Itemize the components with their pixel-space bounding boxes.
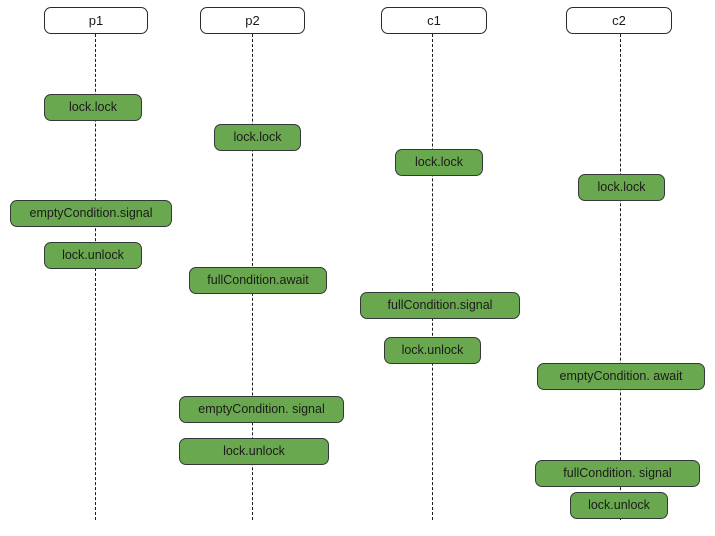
- message-label: emptyCondition. await: [559, 369, 683, 384]
- lifeline-c1: [432, 34, 433, 520]
- message-label: lock.lock: [69, 100, 117, 115]
- message-box-c1-7[interactable]: lock.lock: [395, 149, 483, 176]
- message-label: emptyCondition.signal: [29, 206, 153, 221]
- message-label: lock.lock: [233, 130, 282, 145]
- message-box-c2-12[interactable]: fullCondition. signal: [535, 460, 700, 487]
- message-label: lock.unlock: [223, 444, 285, 459]
- participant-c1[interactable]: c1: [381, 7, 487, 34]
- lifeline-c2: [620, 34, 621, 520]
- message-box-p2-3[interactable]: lock.lock: [214, 124, 301, 151]
- message-box-c1-9[interactable]: lock.unlock: [384, 337, 481, 364]
- participant-label: p1: [88, 13, 104, 28]
- message-label: fullCondition. signal: [563, 466, 672, 481]
- message-label: lock.unlock: [62, 248, 124, 263]
- participant-label: p2: [245, 13, 260, 28]
- message-box-c1-8[interactable]: fullCondition.signal: [360, 292, 520, 319]
- message-label: lock.unlock: [401, 343, 464, 358]
- message-box-p2-4[interactable]: fullCondition.await: [189, 267, 327, 294]
- participant-p2[interactable]: p2: [200, 7, 305, 34]
- message-box-p1-1[interactable]: emptyCondition.signal: [10, 200, 172, 227]
- participant-label: c1: [427, 13, 441, 28]
- message-label: fullCondition.signal: [387, 298, 493, 313]
- message-box-c2-11[interactable]: emptyCondition. await: [537, 363, 705, 390]
- lifeline-p1: [95, 34, 96, 520]
- message-label: lock.lock: [597, 180, 646, 195]
- message-box-p2-6[interactable]: lock.unlock: [179, 438, 329, 465]
- message-box-p1-2[interactable]: lock.unlock: [44, 242, 142, 269]
- message-label: lock.unlock: [588, 498, 650, 513]
- message-label: lock.lock: [415, 155, 463, 170]
- message-box-c2-13[interactable]: lock.unlock: [570, 492, 668, 519]
- message-box-p1-0[interactable]: lock.lock: [44, 94, 142, 121]
- message-box-p2-5[interactable]: emptyCondition. signal: [179, 396, 344, 423]
- message-box-c2-10[interactable]: lock.lock: [578, 174, 665, 201]
- message-label: emptyCondition. signal: [198, 402, 325, 417]
- participant-c2[interactable]: c2: [566, 7, 672, 34]
- participant-p1[interactable]: p1: [44, 7, 148, 34]
- message-label: fullCondition.await: [207, 273, 309, 288]
- participant-label: c2: [612, 13, 626, 28]
